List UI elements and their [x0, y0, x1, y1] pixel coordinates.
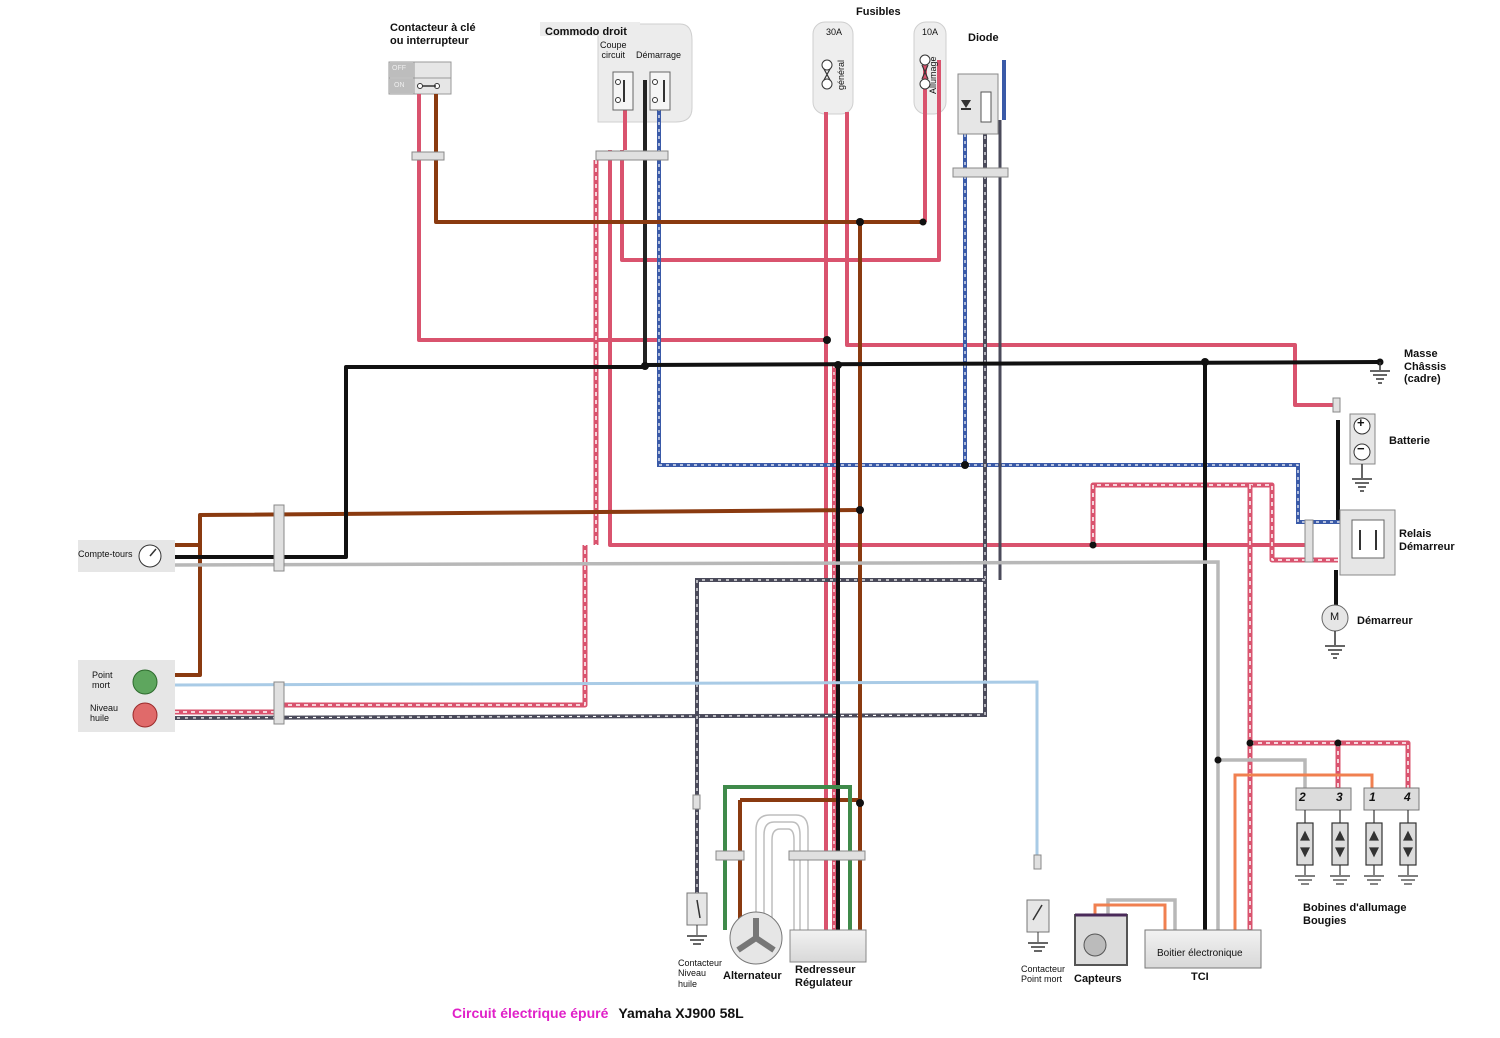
label-relais-line1: Relais: [1399, 528, 1432, 540]
wires-pink: [417, 60, 1336, 950]
wires-brown: [175, 94, 923, 930]
wires-lightblue: [174, 680, 1039, 860]
label-fuse-30a: 30A: [826, 27, 843, 37]
label-point-mort-line2: mort: [92, 680, 110, 691]
indicator-lamps: [78, 660, 175, 732]
caption-model: Yamaha XJ900 58L: [618, 1005, 744, 1021]
label-point-mort-line1: Point: [92, 670, 113, 680]
label-batterie: Batterie: [1389, 435, 1430, 447]
label-masse-line3: (cadre): [1404, 373, 1441, 386]
battery-plus-sign: +: [1357, 415, 1365, 430]
pickup-coils: [1074, 913, 1128, 966]
label-compte-tours: Compte-tours: [78, 549, 133, 559]
connectors: [273, 150, 1341, 870]
label-general: général: [836, 59, 846, 90]
coil-number-2: 2: [1299, 790, 1306, 804]
label-on: ON: [394, 82, 405, 89]
label-cont-niveau-line2: Niveau: [678, 968, 707, 979]
label-redresseur-line1: Redresseur: [795, 964, 856, 976]
motor-m-symbol: M: [1330, 611, 1340, 623]
label-demarreur: Démarreur: [1357, 615, 1413, 627]
ground-masse: [1370, 362, 1390, 384]
label-capteurs: Capteurs: [1074, 973, 1122, 985]
label-niveau-line2: huile: [90, 713, 110, 724]
label-tci: TCI: [1191, 971, 1209, 983]
label-relais-line2: Démarreur: [1399, 540, 1455, 553]
junction-dots: [641, 218, 1384, 807]
wires-darkgrey: [174, 80, 1002, 895]
fuse-30a-housing: [812, 21, 854, 115]
label-cont-pm-line2: Point mort: [1021, 974, 1063, 985]
label-diode: Diode: [968, 32, 999, 44]
label-bobines-line1: Bobines d'allumage: [1303, 902, 1407, 914]
commodo-switches: [612, 71, 671, 111]
starter-relay: [1339, 509, 1396, 576]
label-ignition-line2: ou interrupteur: [390, 34, 469, 47]
coil-number-4: 4: [1404, 790, 1411, 804]
battery-minus-sign: −: [1357, 441, 1365, 456]
label-fuse-10a: 10A: [922, 27, 939, 37]
label-cont-pm-line1: Contacteur: [1021, 964, 1066, 974]
alternator: [729, 911, 783, 965]
starter-motor: [1321, 604, 1349, 659]
diode-symbol: [957, 73, 999, 135]
label-bobines-line2: Bougies: [1303, 914, 1347, 927]
label-allumage: Allumage: [928, 56, 938, 94]
wires-pink-dashed: [175, 160, 1411, 950]
label-commodo: Commodo droit: [545, 26, 627, 38]
label-masse-line2: Châssis: [1404, 360, 1447, 373]
label-demarrage-switch: Démarrage: [636, 50, 682, 60]
wires-fan: [755, 814, 809, 930]
label-fusibles: Fusibles: [856, 6, 901, 18]
label-masse-line1: Masse: [1404, 348, 1438, 360]
label-cont-niveau-line3: huile: [678, 978, 698, 989]
ignition-coils: [1295, 787, 1420, 811]
tachometer: [78, 540, 175, 572]
fuses: [821, 54, 931, 90]
diagram-caption: Circuit électrique épuré Yamaha XJ900 58L: [452, 1005, 744, 1021]
coil-number-3: 3: [1336, 790, 1343, 804]
caption-title: Circuit électrique épuré: [452, 1005, 609, 1021]
rectifier-regulator: [789, 929, 867, 963]
label-cont-niveau-line1: Contacteur: [678, 958, 723, 968]
wires-black: [175, 360, 1381, 930]
coil-number-1: 1: [1369, 790, 1376, 804]
tci-box: [1144, 929, 1262, 969]
label-coupe-line1: Coupe: [600, 40, 627, 50]
oil-level-switch: [686, 892, 708, 945]
label-redresseur-line2: Régulateur: [795, 976, 853, 989]
label-ignition-line1: Contacteur à clé: [390, 22, 476, 34]
label-off: OFF: [392, 65, 406, 72]
neutral-switch: [1026, 899, 1050, 952]
battery: [1349, 413, 1376, 492]
label-alternateur: Alternateur: [723, 970, 782, 982]
label-niveau-line1: Niveau: [90, 703, 119, 713]
spark-plugs: [1295, 810, 1418, 885]
label-boitier: Boitier électronique: [1157, 948, 1243, 959]
label-coupe-line2: circuit: [601, 50, 626, 61]
